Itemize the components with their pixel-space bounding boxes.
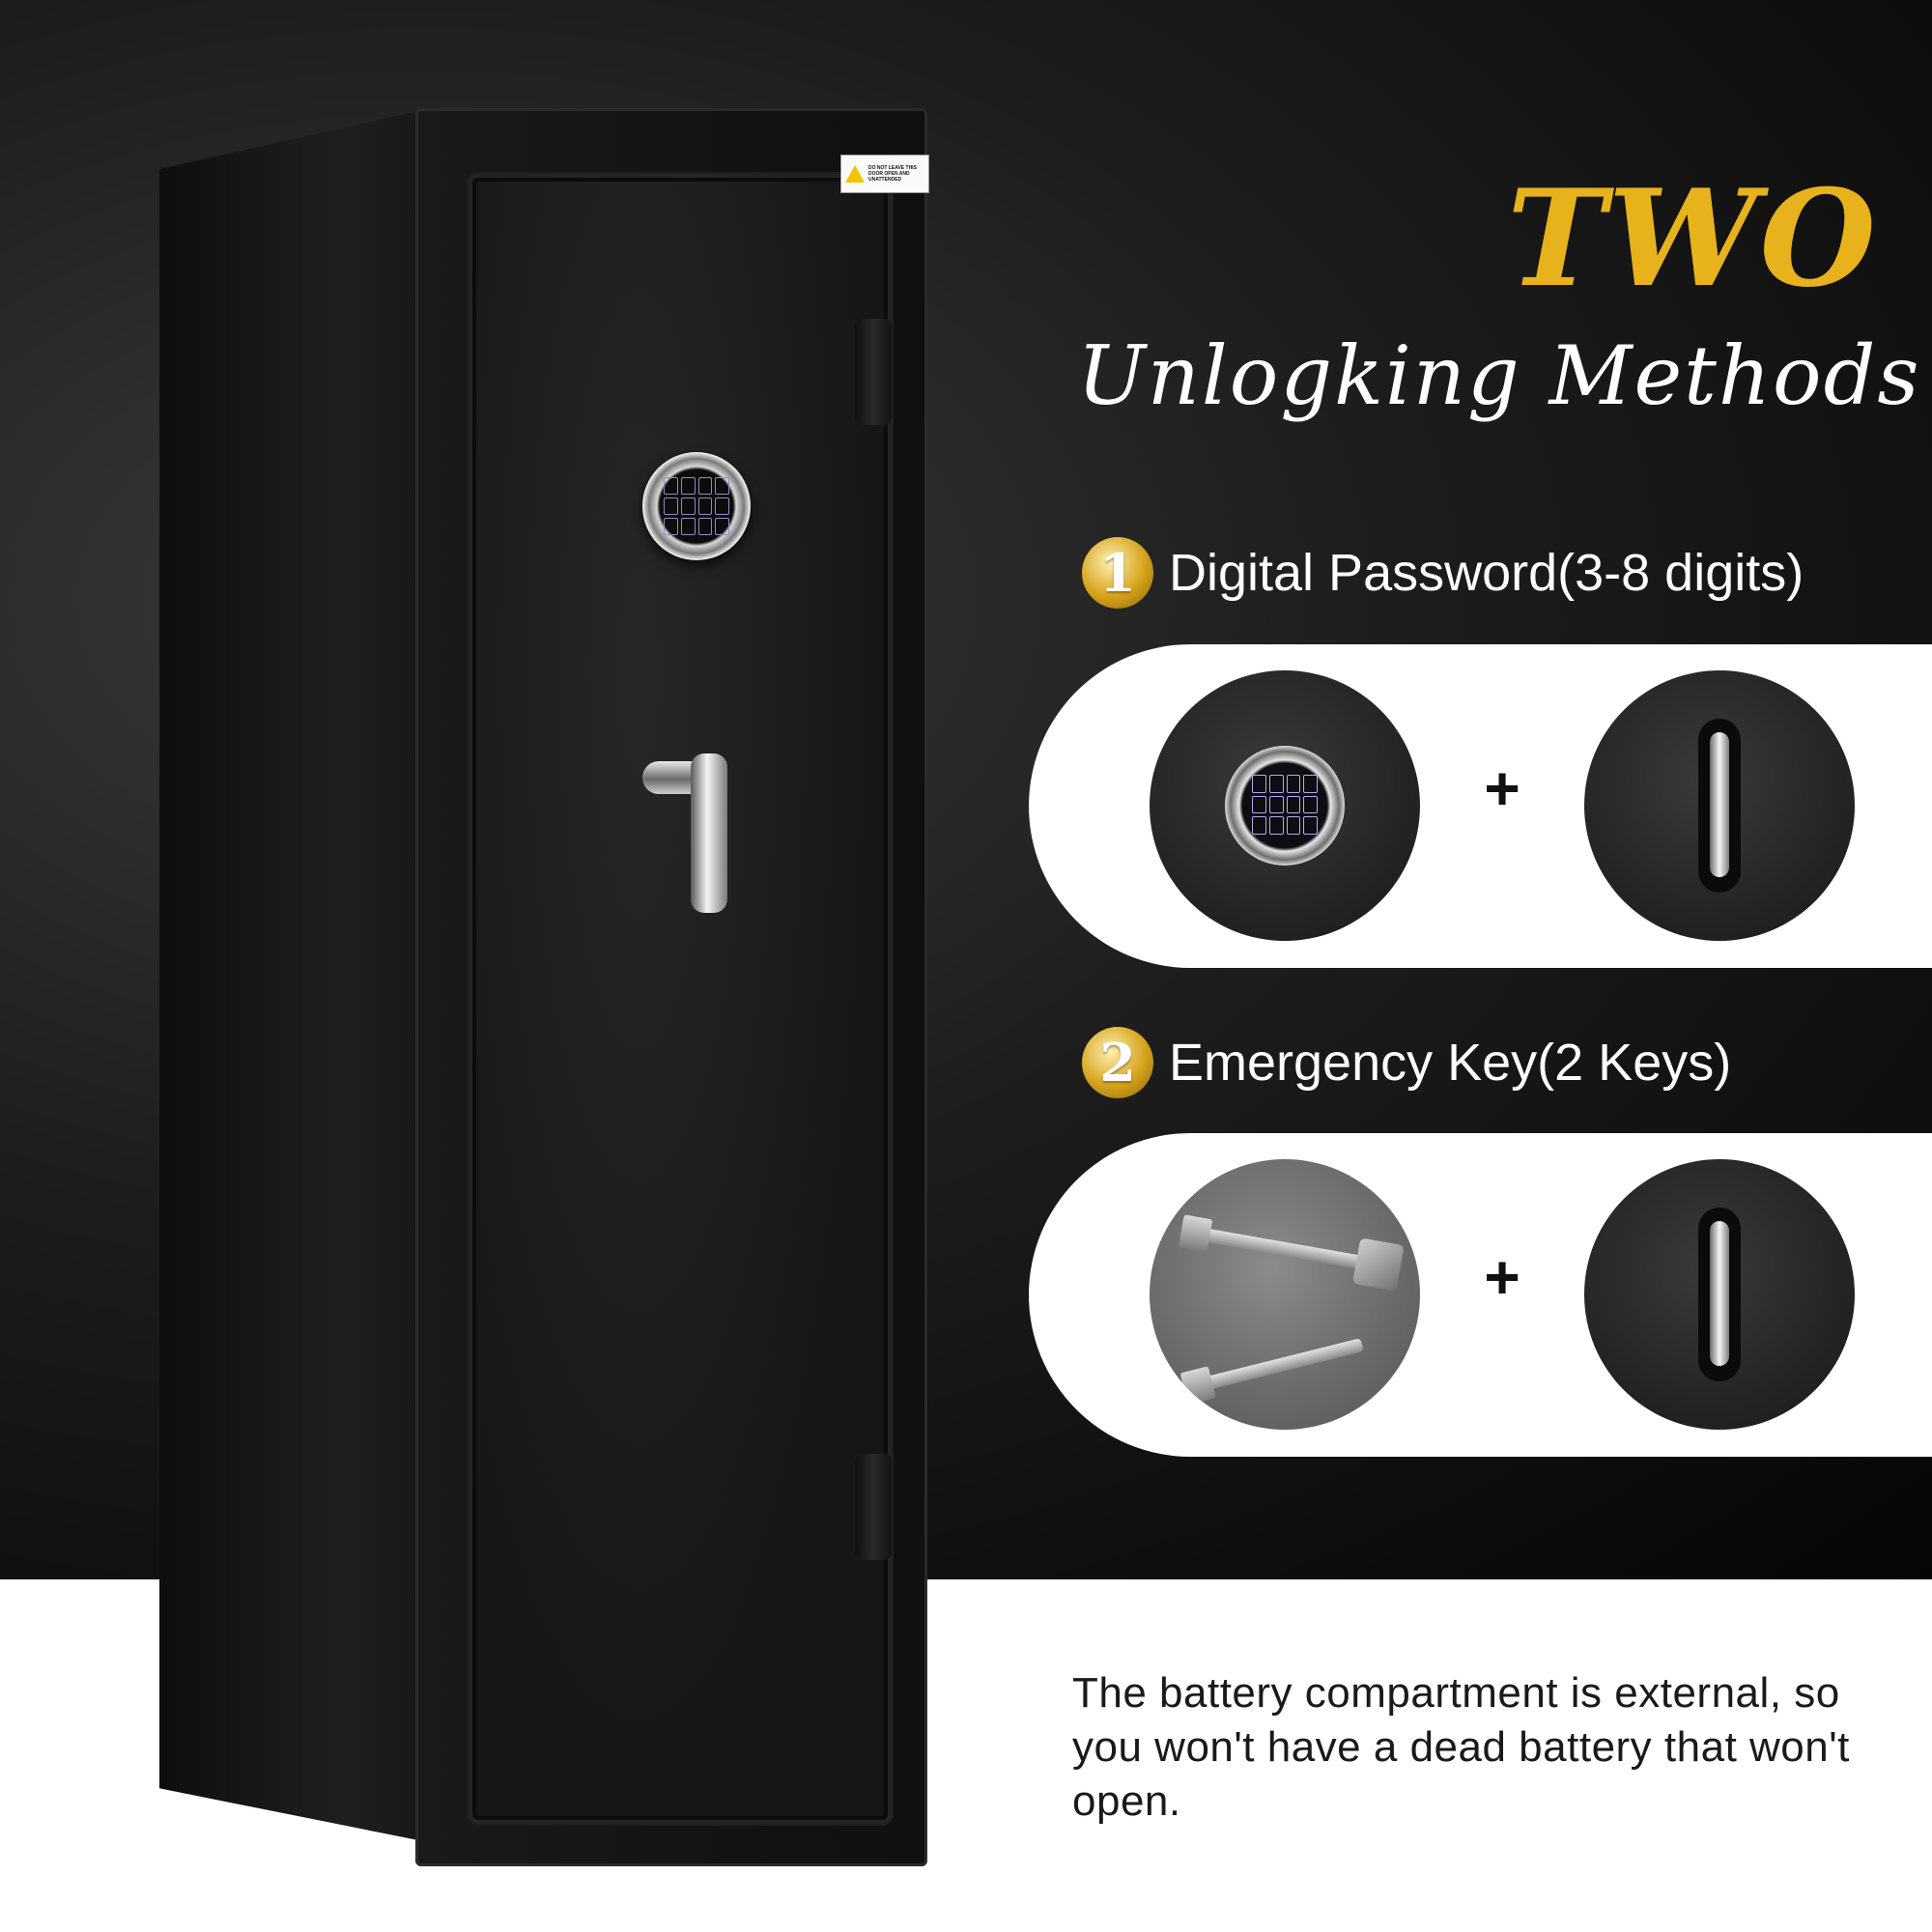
number-badge-2: 2: [1082, 1027, 1153, 1098]
battery-note: The battery compartment is external, so …: [1072, 1669, 1850, 1825]
handle-closeup: [1584, 1159, 1855, 1430]
method-1-panel: +: [1029, 644, 1932, 968]
lower-hinge: [855, 1454, 892, 1560]
headline-two: TWO: [1507, 159, 1878, 317]
headline-unlocking-methods: Unlogking Methods: [1077, 328, 1921, 423]
keypad-closeup: [1150, 670, 1420, 941]
safe-handle: [642, 753, 729, 918]
key-icon: [1179, 1338, 1364, 1406]
safe-side-panel: [159, 111, 418, 1840]
key-icon: [1178, 1214, 1405, 1292]
method-2-panel: +: [1029, 1133, 1932, 1457]
keypad-icon: [1225, 746, 1345, 866]
plus-icon: +: [1484, 753, 1520, 823]
handle-closeup: [1584, 670, 1855, 941]
method-1-header: 1 Digital Password(3-8 digits): [1082, 537, 1804, 609]
handle-icon: [1698, 719, 1741, 893]
warning-icon: [845, 165, 865, 183]
method-2-header: 2 Emergency Key(2 Keys): [1082, 1027, 1731, 1098]
number-badge-1: 1: [1082, 537, 1153, 609]
method-2-label: Emergency Key(2 Keys): [1169, 1034, 1732, 1092]
safe-keypad: [642, 452, 751, 560]
handle-icon: [1698, 1208, 1741, 1381]
upper-hinge: [855, 319, 892, 425]
method-1-label: Digital Password(3-8 digits): [1169, 544, 1804, 602]
warning-sticker: DO NOT LEAVE THIS DOOR OPEN AND UNATTEND…: [840, 155, 929, 193]
safe-door: [469, 174, 892, 1824]
keypad-icon: [664, 477, 729, 535]
plus-icon: +: [1484, 1242, 1520, 1312]
keys-closeup: [1150, 1159, 1420, 1430]
warning-text: DO NOT LEAVE THIS DOOR OPEN AND UNATTEND…: [868, 165, 917, 183]
